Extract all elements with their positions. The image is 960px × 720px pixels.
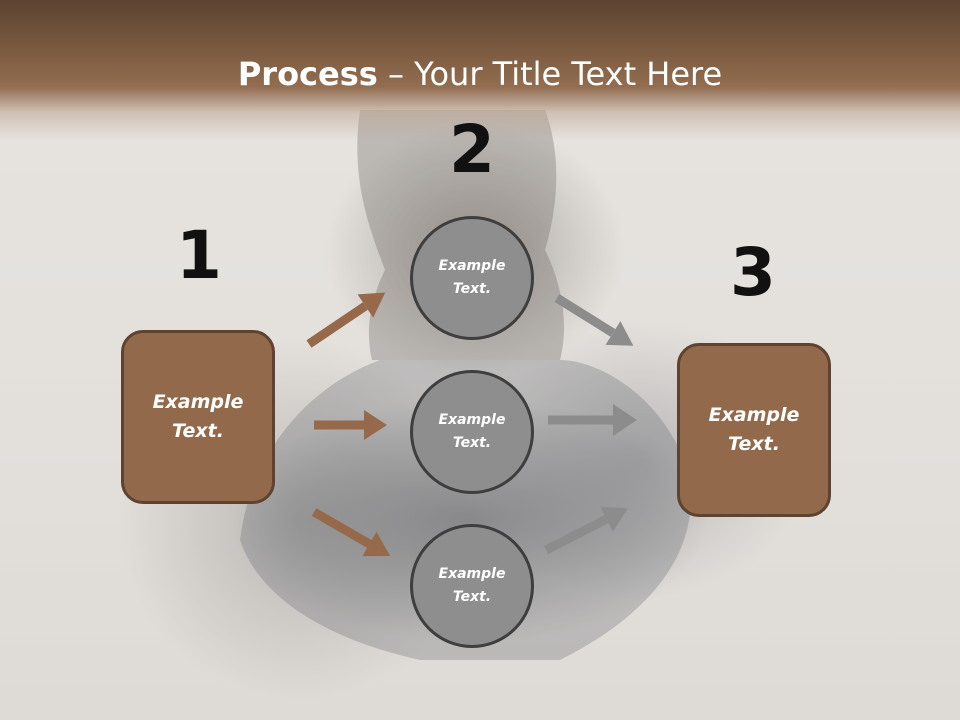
- circle-middle-text: Example Text.: [438, 412, 506, 451]
- circle-top-text: Example Text.: [438, 258, 506, 297]
- title-bold: Process: [237, 55, 378, 93]
- arrow-right-icon: [311, 508, 391, 557]
- step3-box-text: Example Text.: [708, 404, 800, 455]
- step-number-1: 1: [176, 217, 222, 294]
- step1-box[interactable]: Example Text.: [121, 330, 275, 504]
- step-number-2: 2: [449, 111, 495, 188]
- arrow-right-icon: [314, 410, 387, 440]
- arrow-right-icon: [543, 506, 628, 555]
- circle-bottom-text: Example Text.: [438, 566, 506, 605]
- step2-circle-top[interactable]: Example Text.: [410, 216, 534, 340]
- step3-box[interactable]: Example Text.: [677, 343, 831, 517]
- arrow-right-icon: [554, 294, 634, 346]
- title-rest: – Your Title Text Here: [377, 55, 723, 93]
- arrow-right-icon: [306, 292, 386, 348]
- step1-box-text: Example Text.: [152, 391, 244, 442]
- arrow-right-icon: [548, 404, 637, 436]
- step2-circle-bottom[interactable]: Example Text.: [410, 524, 534, 648]
- step-number-3: 3: [730, 234, 776, 311]
- title-bar: [0, 0, 960, 140]
- step2-circle-middle[interactable]: Example Text.: [410, 370, 534, 494]
- slide-title: Process – Your Title Text Here: [0, 54, 960, 94]
